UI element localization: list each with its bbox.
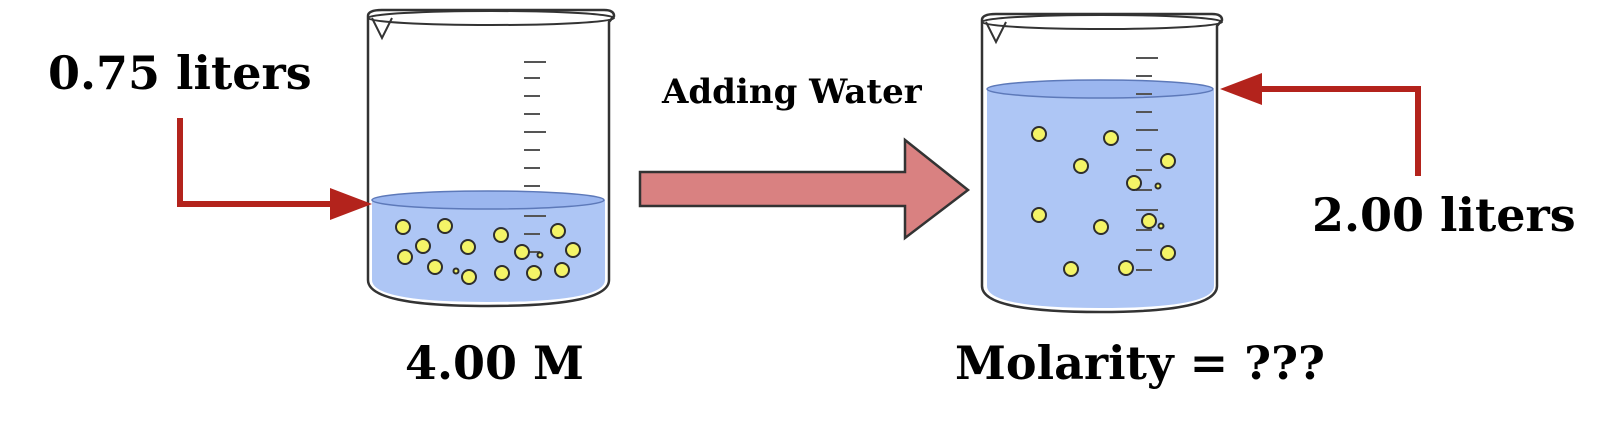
beaker-final-graduations	[1136, 57, 1158, 271]
particle	[460, 239, 476, 255]
particle	[494, 265, 510, 281]
beaker-initial-rim	[367, 10, 615, 26]
particle	[550, 223, 566, 239]
beaker-initial-spout	[371, 17, 393, 41]
particle	[514, 244, 530, 260]
particle	[415, 238, 431, 254]
final-volume-label: 2.00 liters	[1312, 188, 1576, 242]
pointer-arrow-initial	[177, 118, 372, 220]
particle	[1118, 260, 1134, 276]
beaker-final-rim	[981, 14, 1223, 30]
particle	[1126, 175, 1142, 191]
particle	[427, 259, 443, 275]
particle	[493, 227, 509, 243]
particle	[1103, 130, 1119, 146]
beaker-final-liquid-surface	[986, 79, 1214, 99]
particle	[565, 242, 581, 258]
particle	[554, 262, 570, 278]
beaker-initial-glass	[366, 8, 616, 308]
pointer-arrow-final	[1220, 73, 1421, 176]
beaker-initial-liquid-surface	[371, 190, 605, 210]
final-molarity-label: Molarity = ???	[955, 336, 1325, 390]
particle	[437, 218, 453, 234]
initial-molarity-label: 4.00 M	[405, 336, 584, 390]
particle	[1141, 213, 1157, 229]
particle	[1031, 126, 1047, 142]
particle	[1154, 182, 1162, 190]
particle	[461, 269, 477, 285]
particle	[1093, 219, 1109, 235]
beaker-initial-particles	[395, 218, 581, 285]
initial-volume-label: 0.75 liters	[48, 46, 312, 100]
beaker-final-liquid	[987, 90, 1214, 308]
particle	[1031, 207, 1047, 223]
process-arrow	[638, 137, 971, 241]
beaker-final-particles	[1031, 126, 1176, 277]
particle	[397, 249, 413, 265]
particle	[452, 267, 460, 275]
beaker-initial	[366, 8, 616, 308]
process-label: Adding Water	[662, 72, 922, 112]
beaker-final-glass	[980, 12, 1224, 314]
beaker-initial-liquid	[372, 200, 605, 302]
particle	[395, 219, 411, 235]
beaker-final-spout	[985, 21, 1007, 45]
particle	[536, 251, 544, 259]
particle	[1160, 153, 1176, 169]
particle	[1160, 245, 1176, 261]
particle	[526, 265, 542, 281]
particle	[1073, 158, 1089, 174]
particle	[1063, 261, 1079, 277]
particle	[1157, 222, 1165, 230]
beaker-final	[980, 12, 1224, 314]
